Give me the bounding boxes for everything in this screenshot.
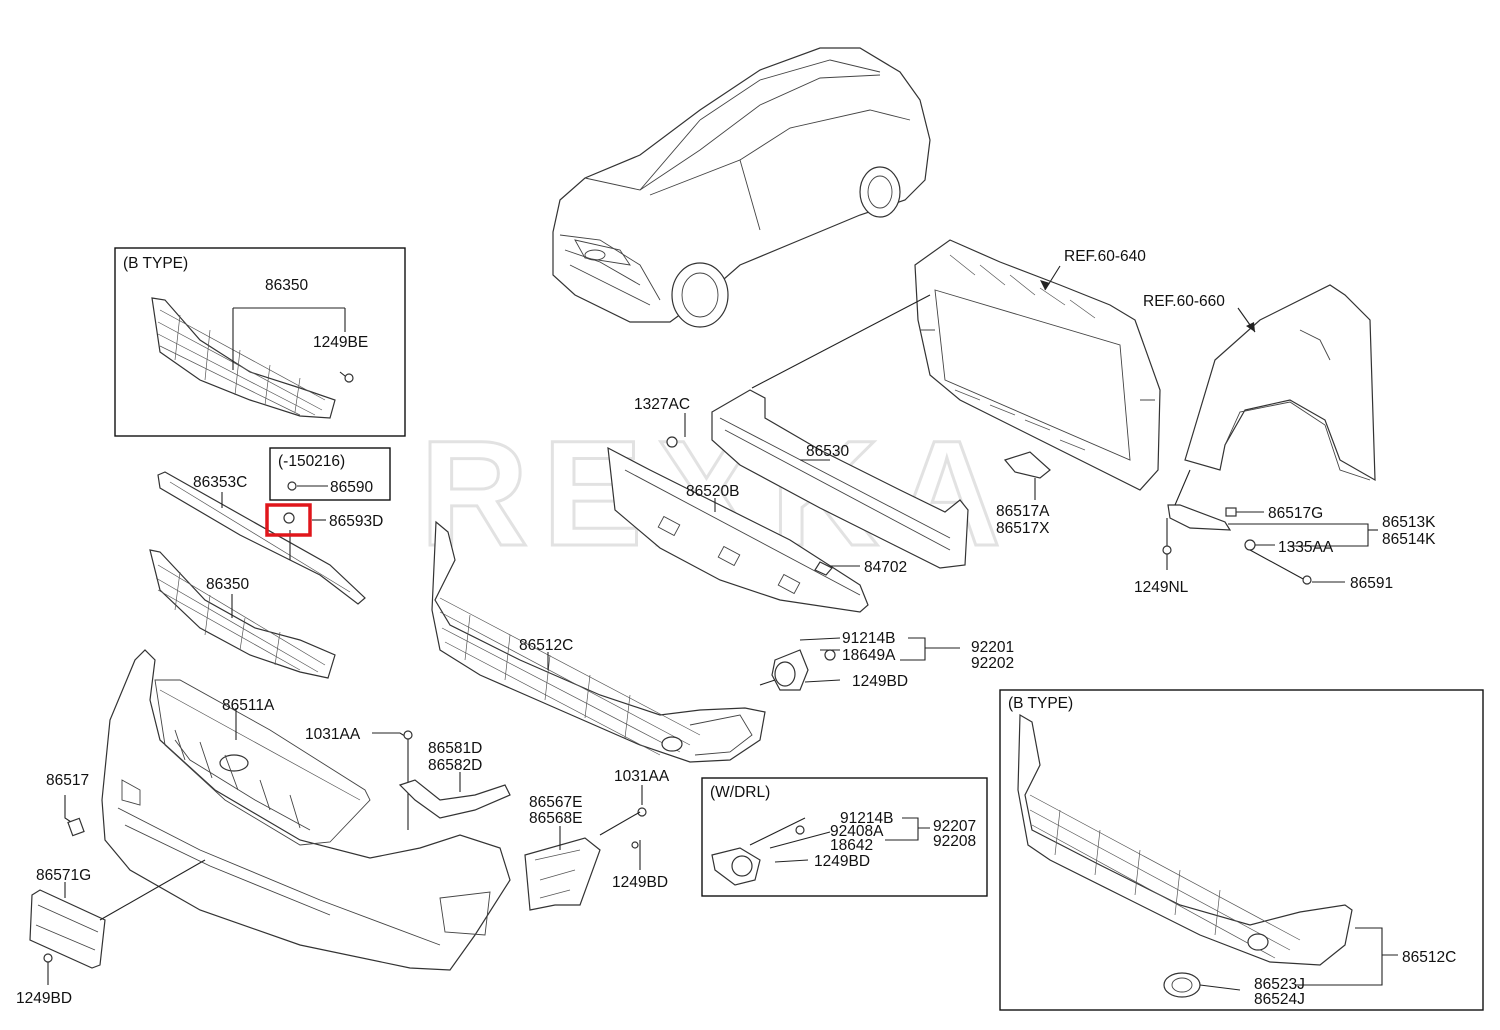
b-type-bumper-box	[999, 689, 1484, 1011]
label-86512c: 86512C	[519, 637, 573, 654]
label-ref-60-660: REF.60-660	[1143, 293, 1225, 310]
car-illustration	[552, 47, 931, 328]
label-1031aa-b: 1031AA	[614, 768, 670, 785]
label-86591: 86591	[1350, 575, 1393, 592]
bracket-86581d	[398, 779, 511, 819]
label-1249nl: 1249NL	[1134, 579, 1189, 596]
fender	[1184, 284, 1376, 482]
w-drl-title: (W/DRL)	[710, 784, 770, 801]
radiator-support	[914, 239, 1161, 491]
molding-86353c	[157, 471, 366, 605]
label-ref-60-640: REF.60-640	[1064, 248, 1146, 265]
label-86530: 86530	[806, 443, 849, 460]
label-86514k: 86514K	[1382, 531, 1436, 548]
absorber-86520b	[607, 446, 869, 613]
label-1249be: 1249BE	[313, 334, 368, 351]
label-86517: 86517	[46, 772, 89, 789]
label-92207: 92207	[933, 818, 976, 835]
label-84702: 84702	[864, 559, 907, 576]
label-86581d: 86581D	[428, 740, 482, 757]
label-1249bd-lamp: 1249BD	[852, 673, 908, 690]
label-92408a: 92408A	[830, 823, 884, 840]
side-bracket-86567e	[524, 837, 601, 911]
label-86511a: 86511A	[222, 697, 275, 714]
label-86523j: 86523J	[1254, 976, 1305, 993]
fog-lamp-92201	[771, 649, 809, 691]
fog-lamp-cover-86523j	[1163, 972, 1201, 998]
label-86567e: 86567E	[529, 794, 582, 811]
label-86571g: 86571G	[36, 867, 91, 884]
label-1249bd-bottom-left: 1249BD	[16, 990, 72, 1007]
b-type-lower-grille	[1017, 713, 1353, 966]
bracket-86517a	[1003, 451, 1051, 479]
fender-bracket-86513k	[1167, 504, 1232, 531]
label-86517g: 86517G	[1268, 505, 1323, 522]
label-86520b: 86520B	[686, 483, 739, 500]
b-type-grille-title: (B TYPE)	[123, 255, 188, 272]
label-86582d: 86582D	[428, 757, 482, 774]
label-1249bd-drl: 1249BD	[814, 853, 870, 870]
label-92208: 92208	[933, 833, 976, 850]
label-92201: 92201	[971, 639, 1014, 656]
label-86350-top: 86350	[265, 277, 308, 294]
date-note-box	[269, 447, 391, 501]
label-86512c-b-type: 86512C	[1402, 949, 1456, 966]
b-type-grille-box	[114, 247, 406, 437]
label-91214b-a: 91214B	[842, 630, 895, 647]
label-1335aa: 1335AA	[1278, 539, 1334, 556]
w-drl-box	[701, 777, 988, 897]
label-86517x: 86517X	[996, 520, 1050, 537]
label-86590: 86590	[330, 479, 373, 496]
b-type-grille-part	[151, 297, 336, 419]
license-plate-bracket-86571g	[29, 889, 106, 969]
label-91214b-b: 91214B	[840, 810, 893, 827]
label-18649a: 18649A	[842, 647, 896, 664]
label-86593d: 86593D	[329, 513, 383, 530]
date-note-text: (-150216)	[278, 453, 345, 470]
bumper-cover	[101, 649, 511, 971]
label-18642: 18642	[830, 837, 873, 854]
label-86513k: 86513K	[1382, 514, 1436, 531]
label-1031aa-a: 1031AA	[305, 726, 361, 743]
label-1327ac: 1327AC	[634, 396, 690, 413]
label-86350: 86350	[206, 576, 249, 593]
highlighted-part-86593d[interactable]	[265, 503, 312, 537]
b-type-bumper-title: (B TYPE)	[1008, 695, 1073, 712]
lower-grille-86512c	[431, 520, 766, 763]
beam-86530	[711, 389, 969, 569]
label-1249bd-bumper: 1249BD	[612, 874, 668, 891]
label-92202: 92202	[971, 655, 1014, 672]
label-86517a: 86517A	[996, 503, 1050, 520]
label-86524j: 86524J	[1254, 991, 1305, 1008]
label-86568e: 86568E	[529, 810, 582, 827]
grille-86350	[149, 549, 336, 679]
label-86353c: 86353C	[193, 474, 247, 491]
drl-lamp	[711, 847, 761, 886]
